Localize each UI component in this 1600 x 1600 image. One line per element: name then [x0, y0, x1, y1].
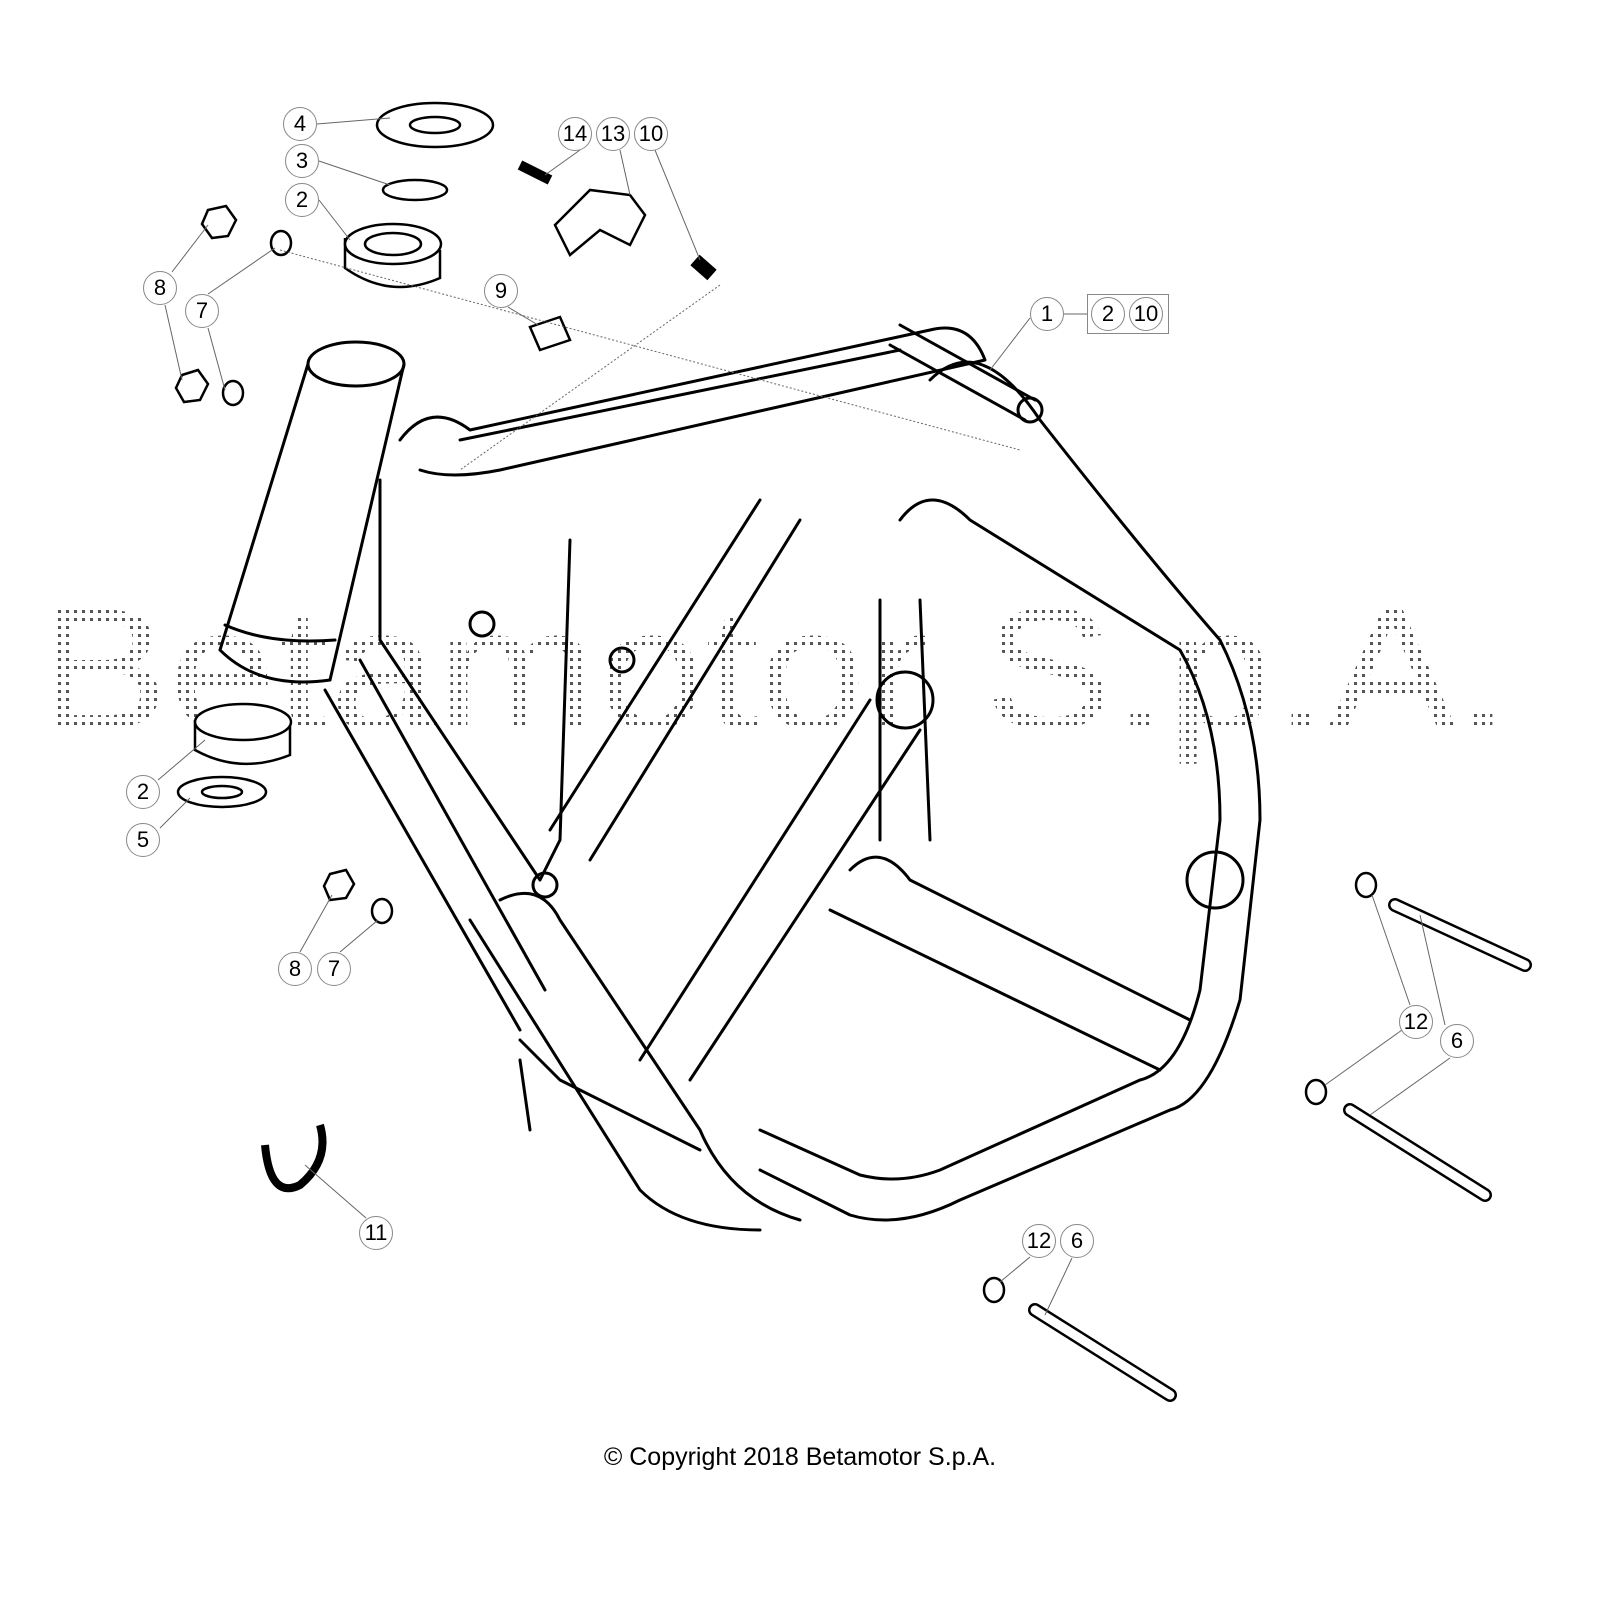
steering-head-tube — [218, 340, 406, 684]
callout-3[interactable]: 3 — [285, 144, 319, 178]
callout-6-lower[interactable]: 6 — [1060, 1224, 1094, 1258]
callout-8-lower[interactable]: 8 — [278, 952, 312, 986]
callout-12-lower[interactable]: 12 — [1022, 1224, 1056, 1258]
callout-5[interactable]: 5 — [126, 823, 160, 857]
bracket — [553, 188, 647, 257]
callout-kit-10[interactable]: 10 — [1129, 297, 1163, 331]
callout-10[interactable]: 10 — [634, 117, 668, 151]
callout-11[interactable]: 11 — [359, 1216, 393, 1250]
callout-7-lower[interactable]: 7 — [317, 952, 351, 986]
clip — [528, 315, 572, 352]
seal-ring — [381, 178, 449, 202]
callout-12[interactable]: 12 — [1399, 1005, 1433, 1039]
callout-2-lower[interactable]: 2 — [126, 775, 160, 809]
callout-6[interactable]: 6 — [1440, 1024, 1474, 1058]
down-tube — [323, 658, 547, 1032]
callout-13[interactable]: 13 — [596, 117, 630, 151]
callout-1[interactable]: 1 — [1030, 297, 1064, 331]
lower-cradle — [468, 891, 802, 1232]
callout-4[interactable]: 4 — [283, 107, 317, 141]
callout-8[interactable]: 8 — [143, 271, 177, 305]
washer — [269, 229, 293, 257]
nut — [200, 204, 238, 240]
callout-7[interactable]: 7 — [185, 294, 219, 328]
callout-2[interactable]: 2 — [285, 183, 319, 217]
cross-member — [828, 855, 1192, 1072]
copyright-notice: © Copyright 2018 Betamotor S.p.A. — [603, 1443, 997, 1471]
callout-9[interactable]: 9 — [484, 274, 518, 308]
rear-loop — [758, 360, 1262, 1222]
spacer — [690, 254, 717, 281]
diagram-area — [22, 93, 1544, 1475]
kit-contents-box — [1087, 294, 1169, 334]
callout-14[interactable]: 14 — [558, 117, 592, 151]
cable-tie — [261, 1123, 327, 1193]
top-tube — [398, 326, 987, 477]
callout-kit-2[interactable]: 2 — [1091, 297, 1125, 331]
bolt-short — [517, 160, 553, 185]
